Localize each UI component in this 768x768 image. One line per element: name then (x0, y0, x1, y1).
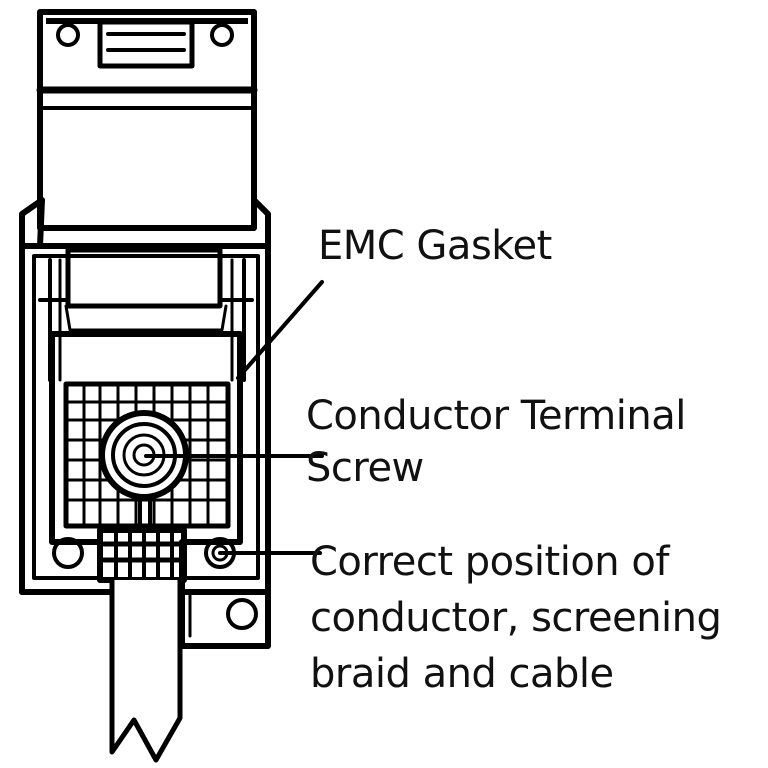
connector-top-housing (36, 9, 258, 231)
correct-position-label-line2: conductor, screening (310, 595, 722, 641)
conductor-wire (138, 495, 152, 530)
correct-position-label-line3: braid and cable (310, 651, 614, 697)
mounting-hole-left (52, 537, 84, 569)
cable (109, 577, 183, 763)
terminal-screw-label-line1: Conductor Terminal (306, 393, 686, 439)
correct-position-label-line1: Correct position of (310, 539, 669, 585)
gasket-leader-line (236, 280, 324, 380)
emc-gasket-label: EMC Gasket (318, 223, 552, 269)
terminal-screw-label-line2: Screw (306, 445, 424, 491)
cable-clamp (97, 527, 187, 583)
